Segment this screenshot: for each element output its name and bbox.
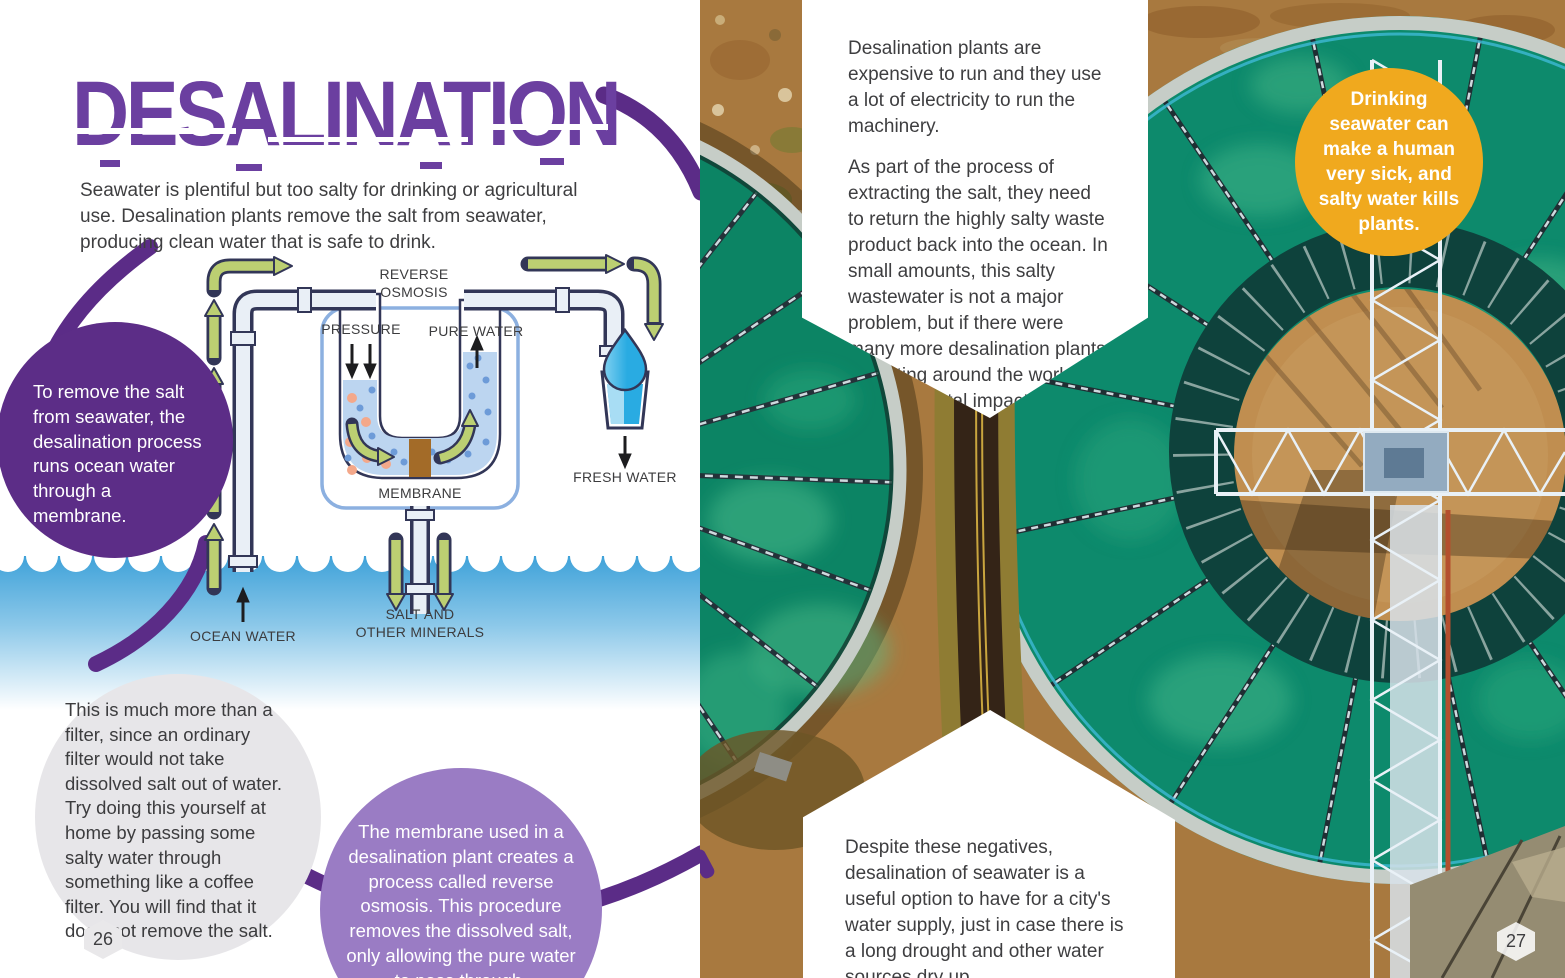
title-glitch-slice (488, 124, 608, 130)
label-fresh-water: FRESH WATER (573, 469, 677, 485)
desalination-diagram-graphic (0, 86, 700, 927)
text-panel-top: Desalination plants are expensive to run… (802, 0, 1148, 418)
title-glitch-slice (76, 128, 236, 134)
title-glitch-fragment (236, 164, 262, 171)
title-glitch-fragment (540, 158, 564, 165)
brine-flow-arrow-icons (386, 532, 454, 611)
label-salt-minerals: SALT AND OTHER MINERALS (355, 606, 485, 640)
paragraph: Despite these negatives, desalination of… (845, 837, 1124, 978)
outlet-flow-arrow-icons (520, 254, 664, 341)
flow-through-membrane-arrow-icon (345, 409, 479, 466)
title-glitch-fragment (100, 160, 120, 167)
label-membrane: MEMBRANE (378, 485, 462, 501)
label-ocean-water: OCEAN WATER (190, 628, 296, 644)
fact-bubble-yellow-text: Drinking seawater can make a human very … (1318, 88, 1460, 236)
intro-paragraph: Seawater is plentiful but too salty for … (80, 180, 578, 254)
label-pressure: PRESSURE (321, 321, 401, 337)
annotation-arrow-icons (236, 334, 632, 622)
page-title: DESALINATION (72, 63, 622, 165)
fact-bubble-yellow: Drinking seawater can make a human very … (1295, 68, 1483, 256)
label-reverse-osmosis: REVERSE OSMOSIS (379, 266, 449, 300)
title-glitch-slice (268, 137, 468, 142)
fact-bubble-lavender: The membrane used in a desalination plan… (320, 768, 602, 978)
fact-bubble-gray: This is much more than a filter, since a… (35, 674, 321, 960)
title-glitch-fragment (420, 162, 442, 169)
paragraph: Desalination plants are expensive to run… (848, 38, 1102, 138)
label-pure-water: PURE WATER (428, 323, 524, 339)
fresh-water-glass-icon (600, 327, 650, 430)
purple-arc-sliver (700, 849, 715, 879)
membrane-graphic (409, 439, 431, 477)
water-drop-icon (602, 327, 648, 392)
fact-bubble-purple: To remove the salt from seawater, the de… (0, 322, 233, 558)
